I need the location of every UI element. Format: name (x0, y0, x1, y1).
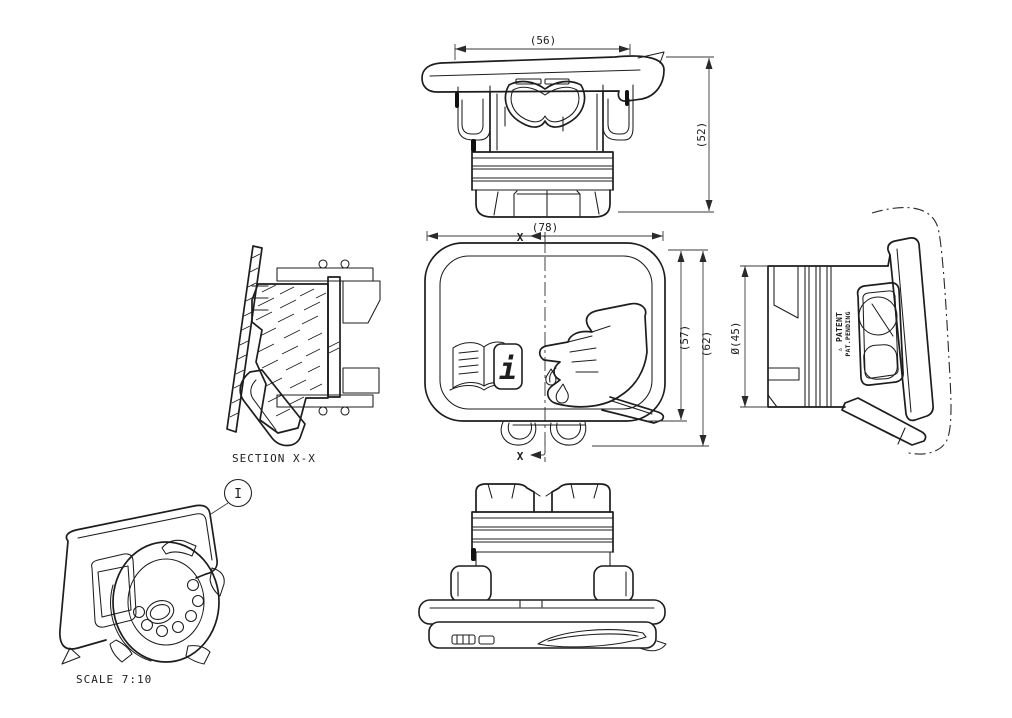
dim-front-height-overall: (62) (700, 331, 713, 358)
keyhole-capsule (856, 282, 904, 386)
pour-stream (549, 367, 557, 383)
dimension-78: (78) (426, 221, 664, 241)
dim-top-width: (56) (530, 34, 557, 47)
drop (545, 368, 557, 386)
bottom-stem-feet (500, 420, 589, 446)
dimension-52: (52) (618, 56, 714, 213)
dimension-56: (56) (454, 34, 631, 60)
iso-bayonet-collar (109, 539, 225, 665)
body-verticals (489, 91, 604, 153)
dimension-57: (57) (648, 249, 708, 422)
view-bottom-elevation (418, 483, 667, 652)
section-caption: SECTION X-X (232, 452, 316, 465)
rib-rings-side (804, 265, 832, 408)
dim-front-height-body: (57) (678, 325, 691, 352)
bottom-ribbed-band (471, 511, 614, 561)
side-wing (450, 565, 492, 603)
ink-mark (455, 92, 459, 108)
scale-caption: SCALE 7:10 (76, 673, 152, 686)
side-clips (455, 84, 634, 141)
bottom-right-fin (601, 396, 665, 424)
cap-flange-outline (421, 51, 665, 102)
section-body-cut (251, 283, 329, 434)
section-plane-bottom: X (517, 442, 546, 463)
spline-block-side (767, 265, 889, 408)
dimension-62: (62) (592, 251, 713, 447)
lock-tab (185, 645, 211, 665)
dim-diameter: Ø(45) (729, 321, 742, 354)
section-label-x-bottom: X (517, 450, 524, 463)
bottom-prongs (475, 483, 611, 513)
dim-top-height: (52) (695, 122, 708, 149)
section-right-component (276, 259, 381, 416)
view-top-elevation: (56) (52) (421, 34, 714, 218)
view-section-xx: SECTION X-X (226, 245, 381, 465)
side-wing (593, 565, 634, 603)
hand-pouring-icon (538, 302, 648, 408)
dimension-diameter-45: Ø(45) (729, 265, 768, 408)
swoosh-mark (537, 629, 647, 648)
lock-tab (209, 567, 225, 597)
view-isometric-rear: I SCALE 7:10 (59, 478, 253, 686)
lock-tab (109, 639, 133, 663)
iso-flange-plate (59, 504, 218, 665)
view-front: i (78) X X (57) (424, 221, 713, 463)
balloon-callout: I (210, 478, 253, 515)
grip-recess-heart (504, 78, 586, 132)
drop (555, 383, 569, 404)
info-panel (493, 343, 523, 390)
info-symbol: i (499, 352, 517, 387)
section-plane-top: X (517, 231, 546, 250)
ribbed-band (471, 139, 614, 191)
dim-front-width: (78) (532, 221, 559, 234)
flange-side-plate (887, 237, 934, 422)
bottom-body (450, 551, 634, 603)
open-book-info-icon: i (449, 341, 523, 391)
ink-mark (471, 548, 476, 561)
bottom-leg-side (841, 397, 927, 446)
bottom-base-flange (418, 599, 666, 649)
section-vertical-plate (327, 276, 341, 398)
phantom-outline (871, 207, 952, 455)
spline-skirt (475, 189, 611, 218)
section-flange-plate (226, 245, 263, 433)
balloon-label: I (234, 487, 242, 502)
section-label-x-top: X (517, 231, 524, 244)
ink-mark (471, 139, 476, 152)
marking-line2: PAT.PENDING (844, 311, 852, 356)
patent-marking: ▵ PATENT PAT.PENDING (835, 311, 852, 356)
bottom-face-markings (451, 629, 667, 652)
lock-tab (161, 539, 197, 557)
ink-mark (625, 90, 629, 106)
section-bottom-foot (239, 369, 306, 447)
marking-line1: ▵ PATENT (835, 312, 844, 352)
iso-inner-recess (91, 553, 137, 628)
view-right-side: ▵ PATENT PAT.PENDING Ø(45) (729, 207, 952, 455)
